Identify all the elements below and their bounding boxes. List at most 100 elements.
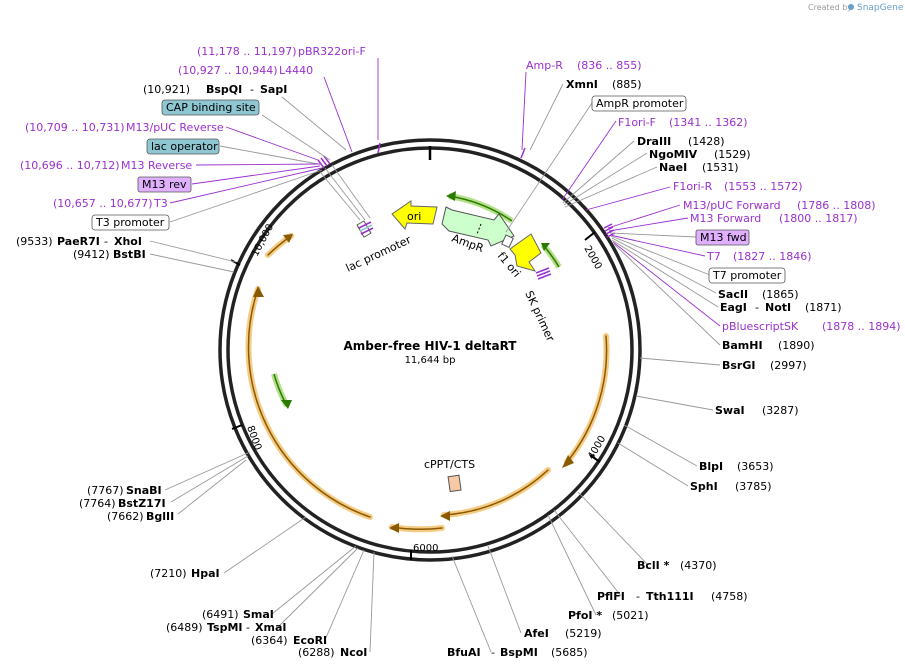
pos-ncoi: (6288) [298,646,335,659]
ori-label: ori [407,210,421,223]
lac-promoter-label: lac promoter [344,233,414,275]
dash-sapi: - [250,83,254,96]
primer-pbr322ori-f: pBR322ori-F [298,45,366,58]
enzyme-pfoi: PfoI * [568,609,602,622]
pos-bstbi: (9412) [73,248,110,261]
t7-promoter-box [708,267,786,284]
enzyme-bspmi: BspMI [500,646,538,659]
pos-sacii: (1865) [762,288,799,301]
enzyme-naei: NaeI [659,161,687,174]
enzyme-hpai: HpaI [191,567,220,580]
dash-xmai: - [246,621,250,634]
range-pbluescriptsk: (1878 .. 1894) [822,320,901,333]
primer-f1ori-r: F1ori-R [673,180,713,193]
backbone-outer [218,138,642,562]
ampr-promoter-label: AmpR promoter [596,97,684,110]
primer-m13-reverse: M13 Reverse [121,159,192,172]
backbone-primer-marks [317,142,616,238]
primer-pbluescriptsk: pBluescriptSK [722,320,799,333]
pos-pfoi: (5021) [612,609,649,622]
ampr-promoter-feature [501,234,514,249]
ori-feature [391,200,438,230]
pos-swai: (3287) [762,404,799,417]
tick-mark-8000 [231,424,243,430]
pos-sphi: (3785) [735,480,772,493]
pos-xmni: (885) [612,78,642,91]
enzyme-ncoi: NcoI [340,646,367,659]
primer-m13puc-forward: M13/pUC Forward [683,199,781,212]
dash-bspmi: - [491,646,495,659]
primer-f1ori-f: F1ori-F [618,116,656,129]
pos-smai: (6491) [202,608,239,621]
dash-tth: - [636,590,640,603]
cppt-feature [447,474,462,493]
sk-primer-label: SK primer [522,289,557,344]
pos-tspmi: (6489) [166,621,203,634]
enzyme-ngomiv: NgoMIV [649,148,698,161]
tick-mark-4000 [589,454,601,463]
plasmid-name: Amber-free HIV-1 deltaRT [343,339,517,353]
enzyme-tth111i: Tth111I [646,590,694,603]
enzyme-sphi: SphI [690,480,718,493]
m13-rev-label: M13 rev [142,178,187,191]
range-pbr322ori-f: (11,178 .. 11,197) [197,45,297,58]
pos-afei: (5219) [565,627,602,640]
enzyme-swai: SwaI [715,404,745,417]
leader-lines [149,58,721,653]
enzyme-bsrgi: BsrGI [722,359,755,372]
primer-t7: T7 [706,250,721,263]
f1ori-feature [509,233,542,272]
primer-t3: T3 [153,197,168,210]
enzyme-sacii: SacII [718,288,748,301]
pos-blpi: (3653) [737,460,774,473]
enzyme-xhoi: XhoI [114,235,142,248]
primer-m13puc-reverse: M13/pUC Reverse [126,121,224,134]
m13-fwd-label: M13 fwd [700,231,747,244]
enzyme-blpi: BlpI [699,460,723,473]
lac-operator-label: lac operator [151,140,218,153]
range-m13puc-forward: (1786 .. 1808) [797,199,876,212]
cap-binding-site-box [161,99,260,116]
sk-primer-marks [535,267,552,280]
credit-text: Created by [808,3,852,12]
tick-2000: 2000 [581,244,603,272]
tick-6000: 6000 [413,543,438,554]
pos-bstz17i: (7764) [79,497,116,510]
range-l4440: (10,927 .. 10,944) [178,64,278,77]
enzyme-pflfi: PflFI [597,590,625,603]
range-amp-r: (836 .. 855) [577,59,642,72]
pos-ngomiv: (1529) [714,148,751,161]
pos-bsrgi: (2997) [770,359,807,372]
green-orfs [271,193,562,408]
enzyme-smai: SmaI [243,608,274,621]
lac-operator-box [146,138,220,155]
enzyme-sapi: SapI [260,83,287,96]
pos-xhoi: (9533) [16,235,53,248]
t3-promoter-label: T3 promoter [95,216,165,229]
pos-bglii: (7662) [107,510,144,523]
range-t7: (1827 .. 1846) [733,250,812,263]
t7-promoter-label: T7 promoter [712,269,782,282]
range-f1ori-r: (1553 .. 1572) [724,180,803,193]
t3-promoter-box [91,214,170,231]
tick-mark-2000 [584,231,596,241]
ampr-feature [441,206,515,247]
enzyme-xmni: XmnI [566,78,598,91]
pos-bamhi: (1890) [778,339,815,352]
enzyme-noti: NotI [765,301,791,314]
enzyme-draiii: DraIII [637,135,671,148]
green-arrowheads [281,191,550,409]
ampr-promoter-box [591,95,687,112]
pos-tth111i: (4758) [711,590,748,603]
lac-primer-marks [358,221,374,235]
primer-l4440: L4440 [279,64,313,77]
range-m13-forward: (1800 .. 1817) [779,212,858,225]
pos-bcli: (4370) [680,559,717,572]
pos-bspmi: (5685) [551,646,588,659]
cppt-label: cPPT/CTS [424,458,475,471]
enzyme-ecori: EcoRI [293,634,327,647]
enzyme-tspmi: TspMI [207,621,243,634]
enzyme-bfuai: BfuAI [447,646,481,659]
enzyme-bglii: BglII [146,510,174,523]
m13-fwd-box [695,229,750,246]
